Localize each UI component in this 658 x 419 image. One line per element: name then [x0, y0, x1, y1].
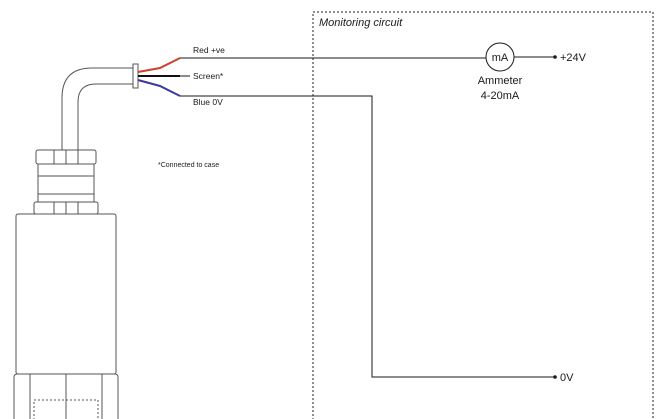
- screen-wire-label: Screen*: [193, 71, 224, 81]
- zero-volt-line: [180, 95, 555, 378]
- cable-tails: [137, 57, 181, 97]
- monitoring-circuit-title: Monitoring circuit: [319, 17, 403, 29]
- monitoring-circuit-boundary: [312, 11, 654, 419]
- cable-end-ring: [132, 63, 139, 89]
- cable-conduit: [61, 67, 136, 152]
- positive-terminal: [553, 55, 557, 59]
- blue-wire-tail: [137, 79, 181, 97]
- ammeter-symbol: [485, 42, 515, 72]
- transducer-body: [15, 213, 117, 375]
- red-wire-label: Red +ve: [193, 45, 225, 55]
- red-wire-tail: [137, 57, 181, 73]
- zero-terminal-label: 0V: [560, 372, 574, 384]
- ammeter-unit: mA: [492, 52, 509, 64]
- cable-conduit-inner: [77, 83, 136, 152]
- zero-terminal: [553, 375, 557, 379]
- hex-fitting-inner: [33, 399, 99, 419]
- ammeter-range: 4-20mA: [481, 90, 520, 102]
- blue-wire-label: Blue 0V: [193, 97, 223, 107]
- ammeter: mA: [485, 42, 515, 72]
- pressure-transducer: [13, 63, 139, 419]
- ammeter-name: Ammeter: [478, 75, 523, 87]
- footnote: *Connected to case: [158, 162, 219, 169]
- circuit-wiring: [180, 56, 555, 378]
- positive-terminal-label: +24V: [560, 52, 587, 64]
- gland-body: [37, 163, 95, 205]
